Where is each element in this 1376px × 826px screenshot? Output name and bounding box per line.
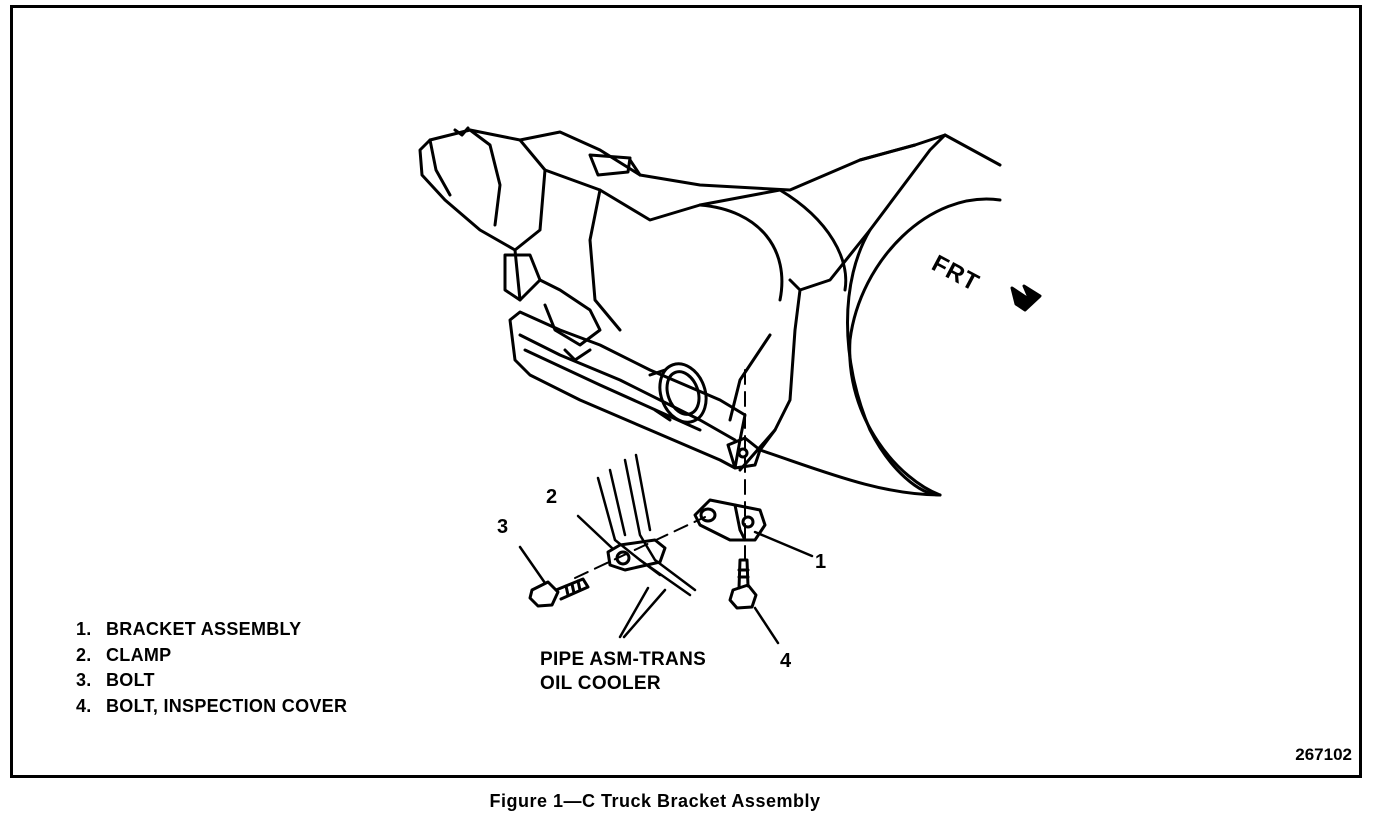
bracket-assembly xyxy=(693,498,767,542)
bolt-3 xyxy=(528,577,590,608)
callout-2: 2 xyxy=(546,486,558,508)
legend-item-text: BRACKET ASSEMBLY xyxy=(106,619,302,639)
legend-item-text: CLAMP xyxy=(106,644,172,665)
legend-item-text: BOLT, INSPECTION COVER xyxy=(106,695,348,716)
transmission-extension-housing xyxy=(418,126,547,252)
transmission-case xyxy=(503,130,917,347)
front-arrow-icon xyxy=(1010,284,1042,312)
filler-tube xyxy=(648,362,708,424)
bell-housing xyxy=(728,133,1002,497)
legend-item-number: 2. xyxy=(76,644,92,665)
figure-id: 267102 xyxy=(1295,745,1352,764)
inspection-cover-tab xyxy=(726,436,762,470)
pipe-label-line-2: OIL COOLER xyxy=(540,673,661,694)
legend-item-text: BOLT xyxy=(106,670,155,690)
legend-item: 3. BOLT xyxy=(76,668,347,694)
clamp xyxy=(606,538,667,572)
callout-3: 3 xyxy=(497,516,509,538)
legend-item: 4. BOLT, INSPECTION COVER xyxy=(76,694,347,720)
pipe-label: PIPE ASM-TRANS OIL COOLER xyxy=(540,648,706,696)
legend-item-number: 1. xyxy=(76,619,92,639)
figure-caption: Figure 1—C Truck Bracket Assembly xyxy=(489,791,821,811)
clamp-bolt-centerline xyxy=(574,516,706,579)
callout-4: 4 xyxy=(780,650,792,672)
oil-cooler-pipes xyxy=(596,453,697,597)
legend-item: 1. BRACKET ASSEMBLY xyxy=(76,617,347,643)
pipe-label-line-1: PIPE ASM-TRANS xyxy=(540,649,707,670)
legend-item-number: 4. xyxy=(76,695,92,716)
callout-1: 1 xyxy=(815,551,827,573)
bolt-4 xyxy=(728,558,758,610)
parts-legend: 1. BRACKET ASSEMBLY 2. CLAMP 3. BOLT 4. BOLT… xyxy=(76,617,347,719)
legend-item: 2. CLAMP xyxy=(76,643,347,669)
oil-pan xyxy=(508,310,747,470)
figure-frame xyxy=(10,5,1362,778)
legend-item-number: 3. xyxy=(76,670,92,690)
leader-lines xyxy=(518,514,814,645)
